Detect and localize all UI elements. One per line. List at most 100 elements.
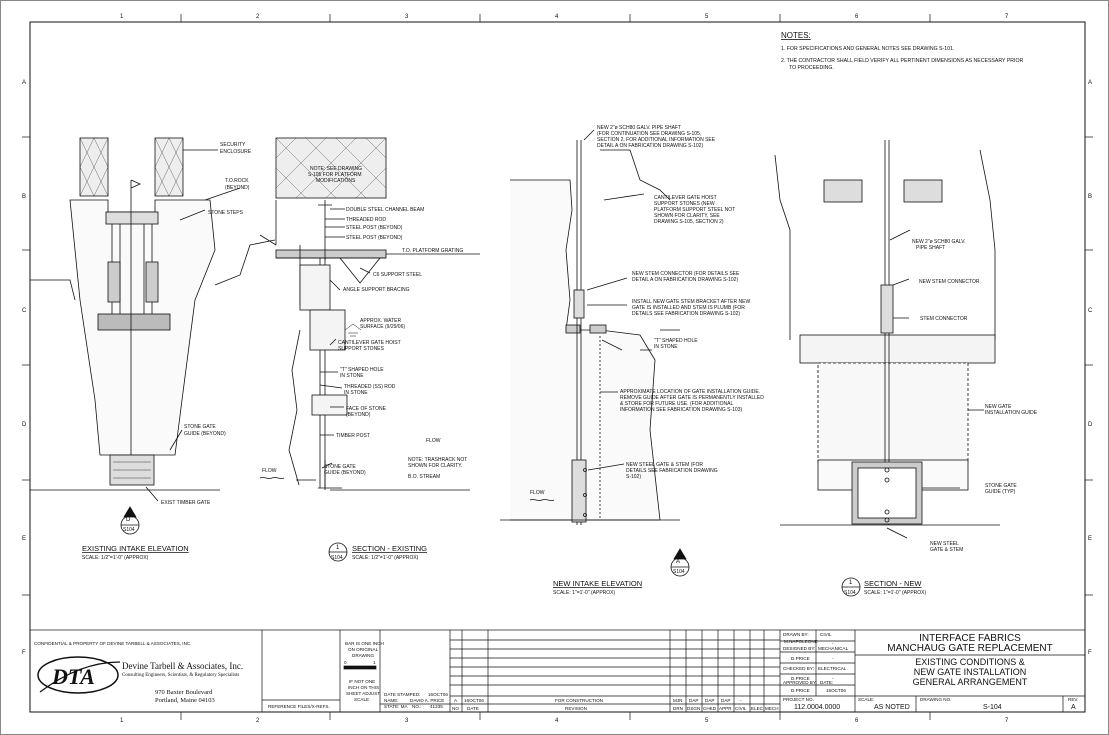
- tb-bar-0: 0: [344, 660, 347, 665]
- callout-1-num: D: [126, 517, 131, 523]
- tb-project: MANCHAUG GATE REPLACEMENT: [887, 643, 1052, 654]
- tb-checked-val: D.PRICE: [791, 676, 810, 681]
- tb-drawn-val: M.NAPOLEONE: [784, 639, 818, 644]
- lbl-cant-new-5: DRAWING S-105, SECTION 2): [654, 219, 724, 225]
- section-new: [774, 140, 1000, 597]
- grid-col-4-bottom: 4: [555, 718, 559, 724]
- grid-row-labels: A B C D E F A B C D E F: [22, 80, 1093, 656]
- tb-confidential: CONFIDENTIAL & PROPERTY OF DEVINE TARBEL…: [34, 641, 192, 646]
- lbl-guide-1: STONE GATE: [184, 424, 216, 430]
- callout-2-ref: S104: [331, 555, 343, 561]
- lbl-post-1: STEEL POST (BEYOND): [346, 225, 403, 231]
- general-notes: NOTES: 1. FOR SPECIFICATIONS AND GENERAL…: [781, 31, 1023, 71]
- view-2-scale: SCALE: 1/2"=1'-0" (APPROX): [352, 555, 419, 561]
- grid-col-4: 4: [555, 14, 559, 20]
- tb-rev-val: A: [1071, 704, 1076, 711]
- tb-notone-1: IF NOT ONE: [349, 679, 375, 684]
- tb-rev-dap-3: DAP: [721, 698, 730, 703]
- callout-4-num: 1: [849, 580, 853, 586]
- tb-mechanical: MECHANICAL: [818, 646, 849, 651]
- lbl-stem-2: DETAIL A ON FABRICATION DRAWING S-102): [632, 277, 738, 283]
- lbl-trash-2: SHOWN FOR CLARITY.: [408, 463, 462, 469]
- lbl-timber-gate: EXIST TIMBER GATE: [161, 500, 211, 506]
- tb-rev: REV.: [1068, 697, 1078, 702]
- lbl-cant-new-2: SUPPORT STONES (NEW: [654, 201, 715, 207]
- lbl-cant-new-3: PLATFORM SUPPORT STEEL NOT: [654, 207, 735, 213]
- lbl-channel: DOUBLE STEEL CHANNEL BEAM: [346, 207, 424, 213]
- tb-project-no: PROJECT NO.: [783, 697, 814, 702]
- grid-col-1-bottom: 1: [120, 718, 124, 724]
- tb-hdr-mech: MECH: [765, 706, 779, 711]
- lbl-pipe-new-1: NEW 2"ø SCH80 GALV.: [912, 239, 965, 245]
- tb-title-2: NEW GATE INSTALLATION: [914, 667, 1027, 677]
- lbl-hole-1: "T" SHAPED HOLE: [340, 367, 384, 373]
- grid-col-5: 5: [705, 14, 709, 20]
- section-existing: [259, 137, 480, 562]
- tb-hdr-elec: ELEC: [751, 706, 764, 711]
- lbl-torock-beyond: (BEYOND): [225, 185, 250, 191]
- view-1-title: EXISTING INTAKE ELEVATION: [82, 544, 189, 553]
- tb-notone-2: INCH ON THIS: [348, 685, 379, 690]
- tb-notone-4: SCALE: [354, 697, 369, 702]
- view-4-scale: SCALE: 1"=1'-0" (APPROX): [864, 590, 927, 596]
- lbl-bracket-1: INSTALL NEW GATE STEM BRACKET AFTER NEW: [632, 299, 750, 305]
- grid-row-b: B: [22, 194, 26, 200]
- tb-civil-dash: -: [832, 641, 834, 646]
- grid-row-a: A: [22, 80, 26, 86]
- lbl-new-gate: NEW GATE: [985, 404, 1012, 410]
- tb-rev-dash: -: [740, 698, 742, 703]
- lbl-cant-2: SUPPORT STONES: [338, 346, 385, 352]
- tb-bar-1: BAR IS ONE INCH: [345, 641, 384, 646]
- lbl-water-2: SURFACE (9/29/06): [360, 324, 405, 330]
- tb-hdr-dsgn: DSGN: [687, 706, 700, 711]
- tb-stamped-val: 16OCT06: [428, 692, 448, 697]
- tb-logo: DTA: [51, 664, 95, 689]
- tb-date-val: 16OCT06: [826, 688, 846, 693]
- tb-client: INTERFACE FABRICS: [919, 633, 1021, 644]
- tb-designed-by: DESIGNED BY:: [783, 646, 815, 651]
- tb-drawing-no: DRAWING NO.: [920, 697, 951, 702]
- tb-tagline: Consulting Engineers, Scientists, & Regu…: [122, 673, 239, 678]
- tb-hdr-appr: APPR: [719, 706, 732, 711]
- lbl-grating: T.O. PLATFORM GRATING: [402, 248, 463, 254]
- lbl-cant-1: CANTILEVER GATE HOIST: [338, 340, 401, 346]
- tb-date: DATE:: [820, 680, 833, 685]
- lbl-flow-upper: FLOW: [426, 438, 441, 444]
- lbl-threaded-rod: THREADED ROD: [346, 217, 386, 223]
- lbl-pipe-new-2: PIPE SHAFT: [916, 245, 945, 251]
- lbl-gate-new-3: S-102): [626, 474, 641, 480]
- section-existing-labels: NOTE: SEE DRAWING S-105 FOR PLATFORM MOD…: [262, 166, 467, 561]
- note-2b: TO PROCEEDING.: [789, 65, 834, 71]
- lbl-face-2: (BEYOND): [346, 412, 371, 418]
- tb-reffiles: REFERENCE FILES/X-REFS.: [268, 704, 330, 709]
- grid-col-6: 6: [855, 14, 859, 20]
- title-block-text: CONFIDENTIAL & PROPERTY OF DEVINE TARBEL…: [34, 632, 1078, 711]
- title-block: [29, 629, 1086, 713]
- lbl-new-stem-connector: NEW STEM CONNECTOR: [919, 279, 980, 285]
- lbl-install-guide: INSTALLATION GUIDE: [985, 410, 1038, 416]
- grid-row-d-right: D: [1088, 422, 1093, 428]
- lbl-cant-new-4: SHOWN FOR CLARITY, SEE: [654, 213, 720, 219]
- lbl-sg-new-2: GUIDE (TYP): [985, 489, 1016, 495]
- view-2-title: SECTION - EXISTING: [352, 544, 427, 553]
- grid-ticks: [22, 14, 1093, 720]
- lbl-flow-lower: FLOW: [262, 468, 277, 474]
- grid-col-6-bottom: 6: [855, 718, 859, 724]
- lbl-bracket-2: GATE IS INSTALLED AND STEM IS PLUMB (FOR: [632, 305, 745, 311]
- lbl-pipe-3: SECTION 2. FOR ADDITIONAL INFORMATION SE…: [597, 137, 716, 143]
- tb-title-1: EXISTING CONDITIONS &: [915, 657, 1025, 667]
- tb-rev-a: A: [454, 698, 458, 703]
- notes-heading: NOTES:: [781, 31, 811, 40]
- tb-bar-1in: 1: [373, 660, 376, 665]
- lbl-enclosure: ENCLOSURE: [220, 149, 252, 155]
- grid-col-2: 2: [256, 14, 260, 20]
- callout-1-ref: S104: [123, 527, 135, 533]
- callout-4-ref: S104: [844, 590, 856, 596]
- callout-3-ref: S104: [673, 569, 685, 575]
- grid-col-7: 7: [1005, 14, 1009, 20]
- view-3-title: NEW INTAKE ELEVATION: [553, 579, 642, 588]
- tb-state: STATE: MA: [384, 704, 409, 709]
- tb-designed-val: D.PRICE: [791, 656, 810, 661]
- tb-approved-by: APPROVED BY:: [783, 680, 817, 685]
- tb-rev-dap-2: DAP: [705, 698, 714, 703]
